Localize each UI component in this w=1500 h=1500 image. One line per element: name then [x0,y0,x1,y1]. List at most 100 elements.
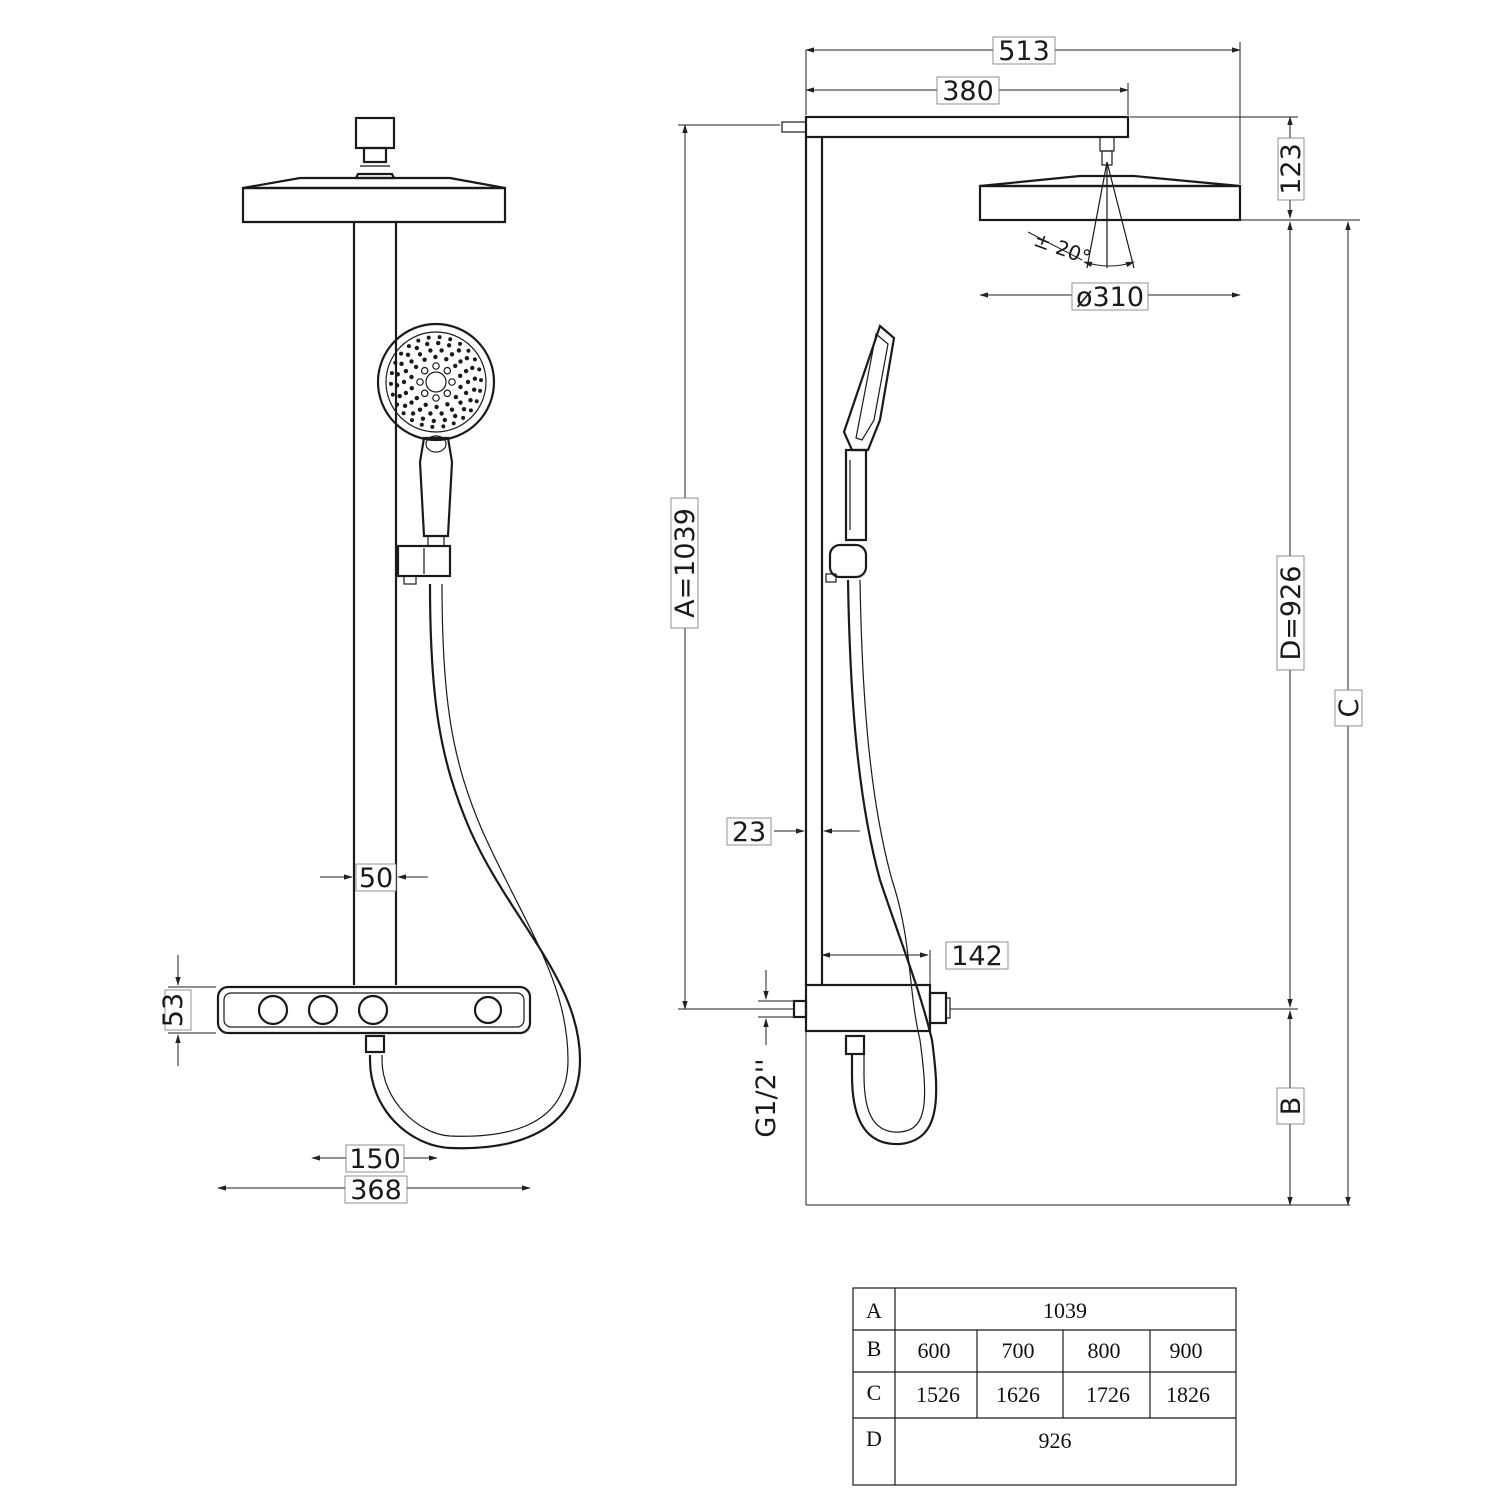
nozzle-dot [393,360,398,365]
nozzle-dot [428,348,433,353]
nozzle-dot [390,392,395,397]
pipe-width-label: 50 [359,863,393,894]
table-value-A: 1039 [1043,1298,1087,1323]
overall-projection-label: 513 [998,36,1050,67]
nozzle-dot [394,383,400,388]
nozzle-dot [448,378,456,386]
dim-inlet-thread: G1/2'' [751,970,794,1138]
nozzle-dot [453,363,458,369]
nozzle-dot [409,386,414,391]
table-cell-B2: 700 [1002,1338,1035,1363]
nozzle-dot [463,390,469,396]
nozzle-dot [461,415,466,420]
thermostat-panel [216,985,532,1035]
table-border [852,1287,1237,1486]
nozzle-dot [428,411,433,416]
nozzle-dot [472,376,478,381]
front-view: 50 53 150 368 [158,116,582,1206]
nozzle-dot [463,368,469,374]
side-hand-shower-handle [844,448,868,542]
control-knob-3 [357,994,389,1026]
height-D-label: D=926 [1276,566,1307,661]
nozzle-dot [399,361,404,366]
dim-height-D: D=926 [950,221,1307,1010]
dim-head-diameter: ø310 [979,282,1241,313]
nozzle-dot [439,411,444,416]
table-cell-B1: 600 [918,1338,951,1363]
inlet-thread-label: G1/2'' [751,1058,782,1137]
table-cell-C3: 1726 [1086,1382,1130,1407]
table-value-D: 926 [1039,1428,1072,1453]
dim-height-A: A=1039 [670,124,794,1010]
nozzle-dot [453,413,458,419]
temperature-knob [473,995,503,1025]
nozzle-dot [409,374,414,380]
nozzle-dot [439,348,444,353]
nozzle-dot [458,384,463,390]
nozzle-dot [430,424,435,429]
dim-height-C: C [1334,221,1365,1206]
overhead-shower-head [241,186,507,224]
nozzle-dot [414,395,419,401]
panel-height-label: 53 [158,993,189,1027]
nozzle-dot [399,351,404,356]
nozzle-dot [479,378,483,383]
nozzle-dot [458,373,463,378]
nozzle-dot [402,403,408,408]
nozzle-dot [420,416,426,421]
nozzle-dot [436,340,441,346]
table-key-D: D [866,1426,882,1451]
dim-overall-projection: 513 [805,36,1241,184]
panel-depth-label: 142 [951,941,1003,972]
table-cell-C4: 1826 [1166,1382,1210,1407]
nozzle-dot [472,387,477,392]
table-cell-B4: 900 [1170,1338,1203,1363]
nozzle-dot [443,366,452,375]
nozzle-dot [425,341,430,347]
nozzle-dot [458,400,463,405]
control-knob-1 [257,994,289,1026]
outlet-spacing-label: 150 [349,1144,401,1175]
nozzle-dot [417,352,423,357]
nozzle-dot [478,388,483,393]
nozzle-dot [409,359,414,364]
nozzle-dot [449,352,455,357]
nozzle-dot [413,364,419,370]
dim-panel-width: 368 [217,1175,531,1206]
side-holder [828,543,868,579]
inlet-connector [792,999,808,1019]
nozzle-dot [409,400,414,405]
nozzle-dot [448,337,453,342]
height-A-label: A=1039 [670,508,701,618]
side-hose-outlet [844,1034,866,1056]
nozzle-dot [458,359,463,364]
table-cell-B3: 800 [1088,1338,1121,1363]
dim-arm-length: 380 [805,76,1129,115]
nozzle-dot [474,399,479,404]
nozzle-dot [416,378,424,386]
nozzle-dot [410,418,414,423]
shower-hose-outer [368,583,582,1150]
side-panel [804,983,932,1033]
head-diameter-label: ø310 [1076,282,1144,313]
nozzle-dot [442,417,447,423]
nozzle-dot [403,368,409,374]
height-C-label: C [1334,699,1365,718]
nozzle-dot [420,366,429,375]
nozzle-dot [431,418,436,424]
nozzle-dot [443,389,452,398]
wall-cap [781,121,807,133]
dim-panel-height: 53 [158,955,216,1066]
nozzle-dot [437,335,442,340]
nozzle-dot [451,421,456,426]
hand-shower-head [376,322,496,442]
table-key-A: A [866,1298,882,1323]
nozzle-dot [453,394,459,400]
nozzle-dot [432,362,440,370]
nozzle-dot [401,379,407,385]
nozzle-dot [456,348,462,353]
nozzle-dot [444,357,449,362]
hose-outlet [364,1034,386,1054]
